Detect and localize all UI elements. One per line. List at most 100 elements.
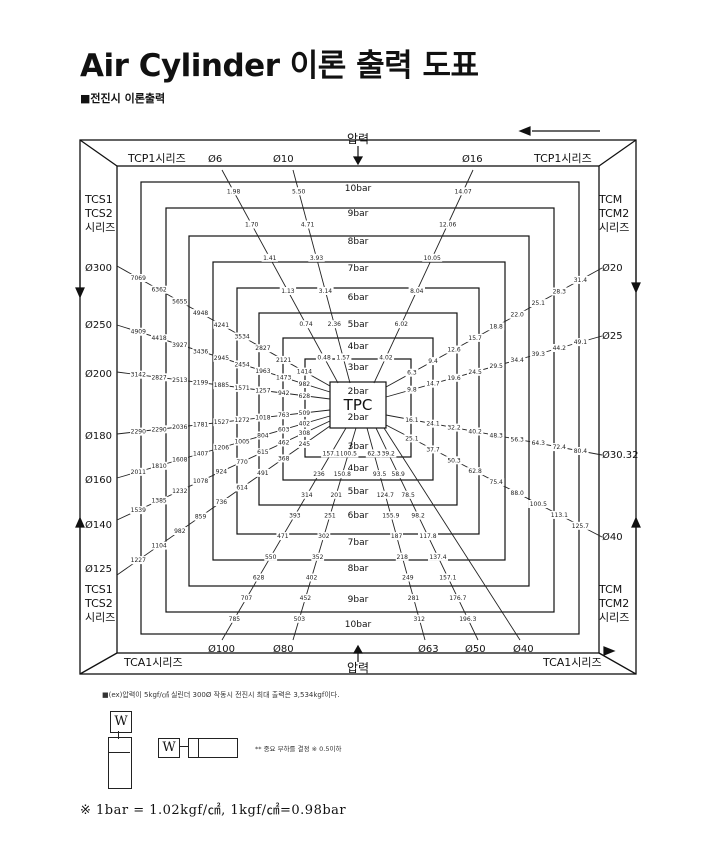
- force-value-bg: [150, 334, 168, 343]
- force-value-bg: [323, 511, 337, 520]
- arrow-tr-head: [631, 282, 641, 294]
- force-value-bg: [264, 552, 278, 561]
- force-value-bg: [171, 422, 188, 431]
- corner-line-tl: [79, 139, 118, 167]
- force-value-d50-0: 39.2: [382, 450, 396, 457]
- force-value-d20-8: 31.4: [574, 277, 588, 284]
- section-subtitle: ■전진시 이론출력: [80, 92, 166, 105]
- force-value-d40-0: 25.1: [405, 435, 419, 442]
- force-value-bg: [445, 345, 463, 354]
- force-value-d40-2: 50.3: [447, 457, 461, 464]
- force-value-bg: [549, 510, 570, 519]
- force-value-d250-6: 3927: [172, 342, 187, 349]
- force-value-bg: [171, 340, 188, 349]
- force-value-d80-7: 452: [300, 595, 312, 602]
- force-value-d63-8: 312: [413, 616, 425, 623]
- force-value-bg: [305, 573, 318, 582]
- force-value-d160-1: 603: [278, 427, 290, 434]
- force-value-d140-1: 462: [278, 440, 290, 447]
- force-value-d180-7: 2290: [151, 426, 166, 433]
- force-value-bg: [233, 383, 251, 392]
- force-value-d250-8: 4909: [131, 329, 146, 336]
- force-value-bg: [399, 490, 417, 499]
- force-value-d80-4: 302: [318, 533, 330, 540]
- force-value-bg: [312, 470, 326, 479]
- force-value-bg: [130, 370, 147, 379]
- force-value-bg: [213, 353, 230, 362]
- vertical-cylinder-band: [108, 744, 130, 753]
- force-value-bg: [445, 456, 463, 465]
- force-value-d40-6: 100.5: [530, 501, 547, 508]
- tcs-bottom-line3: 시리즈: [85, 611, 115, 624]
- force-value-bg: [279, 287, 297, 295]
- force-value-bg: [317, 532, 331, 541]
- force-value-d40-8: 125.7: [572, 523, 589, 530]
- force-value-d30-0: 16.1: [405, 417, 419, 424]
- force-value-d50-3: 98.2: [411, 513, 425, 520]
- force-value-d200-5: 2199: [193, 380, 208, 387]
- force-value-d30-4: 48.3: [490, 432, 504, 439]
- force-value-bg: [488, 478, 505, 487]
- force-value-d125-3: 614: [236, 485, 248, 492]
- force-value-bg: [488, 361, 505, 370]
- force-value-bg: [256, 448, 270, 457]
- force-value-d30-1: 24.1: [426, 421, 440, 428]
- bore-top-d10: Ø10: [273, 153, 294, 165]
- line-d40b: [383, 427, 521, 641]
- force-value-d180-5: 1781: [193, 422, 208, 429]
- force-value-bg: [254, 344, 272, 353]
- bore-bottom-d50: Ø50: [465, 643, 486, 655]
- force-value-bg: [243, 220, 260, 229]
- force-value-bg: [365, 449, 383, 458]
- force-value-bg: [130, 274, 147, 282]
- force-value-d40-5: 88.0: [511, 490, 525, 497]
- force-value-bg: [380, 449, 397, 458]
- force-value-bg: [150, 285, 168, 294]
- tcm-top-line3: 시리즈: [599, 221, 629, 234]
- force-value-bg: [428, 552, 448, 561]
- bore-top-d6: Ø6: [208, 153, 222, 165]
- force-value-d10-2: 3.14: [319, 288, 333, 295]
- force-value-bg: [393, 320, 410, 329]
- force-value-bg: [466, 467, 484, 476]
- arrow-tl-head: [75, 287, 85, 299]
- force-value-d20-0: 6.3: [407, 370, 417, 377]
- force-value-bg: [150, 373, 168, 382]
- rect-5bar: [258, 312, 458, 506]
- force-value-bg: [292, 614, 306, 623]
- force-value-bg: [509, 355, 526, 364]
- force-value-d6-0: 0.48: [317, 354, 331, 361]
- force-value-bg: [298, 428, 311, 437]
- bore-left-d125: Ø125: [85, 563, 112, 575]
- force-value-d125-0: 245: [299, 441, 311, 448]
- force-value-d160-4: 1206: [214, 445, 229, 452]
- force-value-bg: [335, 353, 352, 362]
- arrow-top-right-head: [518, 126, 531, 136]
- force-value-bg: [418, 532, 438, 541]
- bar-label-9: 9bar: [348, 209, 369, 219]
- force-value-bg: [277, 425, 291, 434]
- force-value-d63-7: 281: [408, 595, 420, 602]
- force-value-d25-7: 44.2: [553, 345, 567, 352]
- force-value-d140-4: 924: [216, 469, 228, 476]
- force-value-d300-8: 7069: [131, 275, 146, 282]
- force-value-d100-8: 785: [229, 616, 241, 623]
- force-value-d63-2: 124.7: [377, 492, 394, 499]
- force-value-d50-1: 58.9: [392, 471, 406, 478]
- force-value-d25-4: 29.5: [490, 363, 504, 370]
- tca1-right-label: TCA1시리즈: [542, 656, 602, 669]
- horizontal-cylinder-band: [198, 738, 199, 758]
- force-value-bg: [130, 467, 147, 476]
- force-value-d20-6: 25.1: [532, 300, 546, 307]
- force-value-bg: [192, 477, 209, 486]
- bar-label-bottom-4: 4bar: [348, 464, 369, 474]
- pressure-arrow-top-head: [352, 156, 364, 166]
- bar-label-bottom-2: 2bar: [348, 413, 369, 423]
- force-value-d140-7: 1385: [151, 497, 166, 504]
- force-value-bg: [240, 594, 253, 603]
- force-value-bg: [256, 431, 270, 440]
- force-value-bg: [530, 350, 547, 358]
- force-value-bg: [403, 434, 421, 443]
- force-value-d200-3: 1571: [234, 385, 249, 392]
- force-value-d100-7: 707: [241, 595, 253, 602]
